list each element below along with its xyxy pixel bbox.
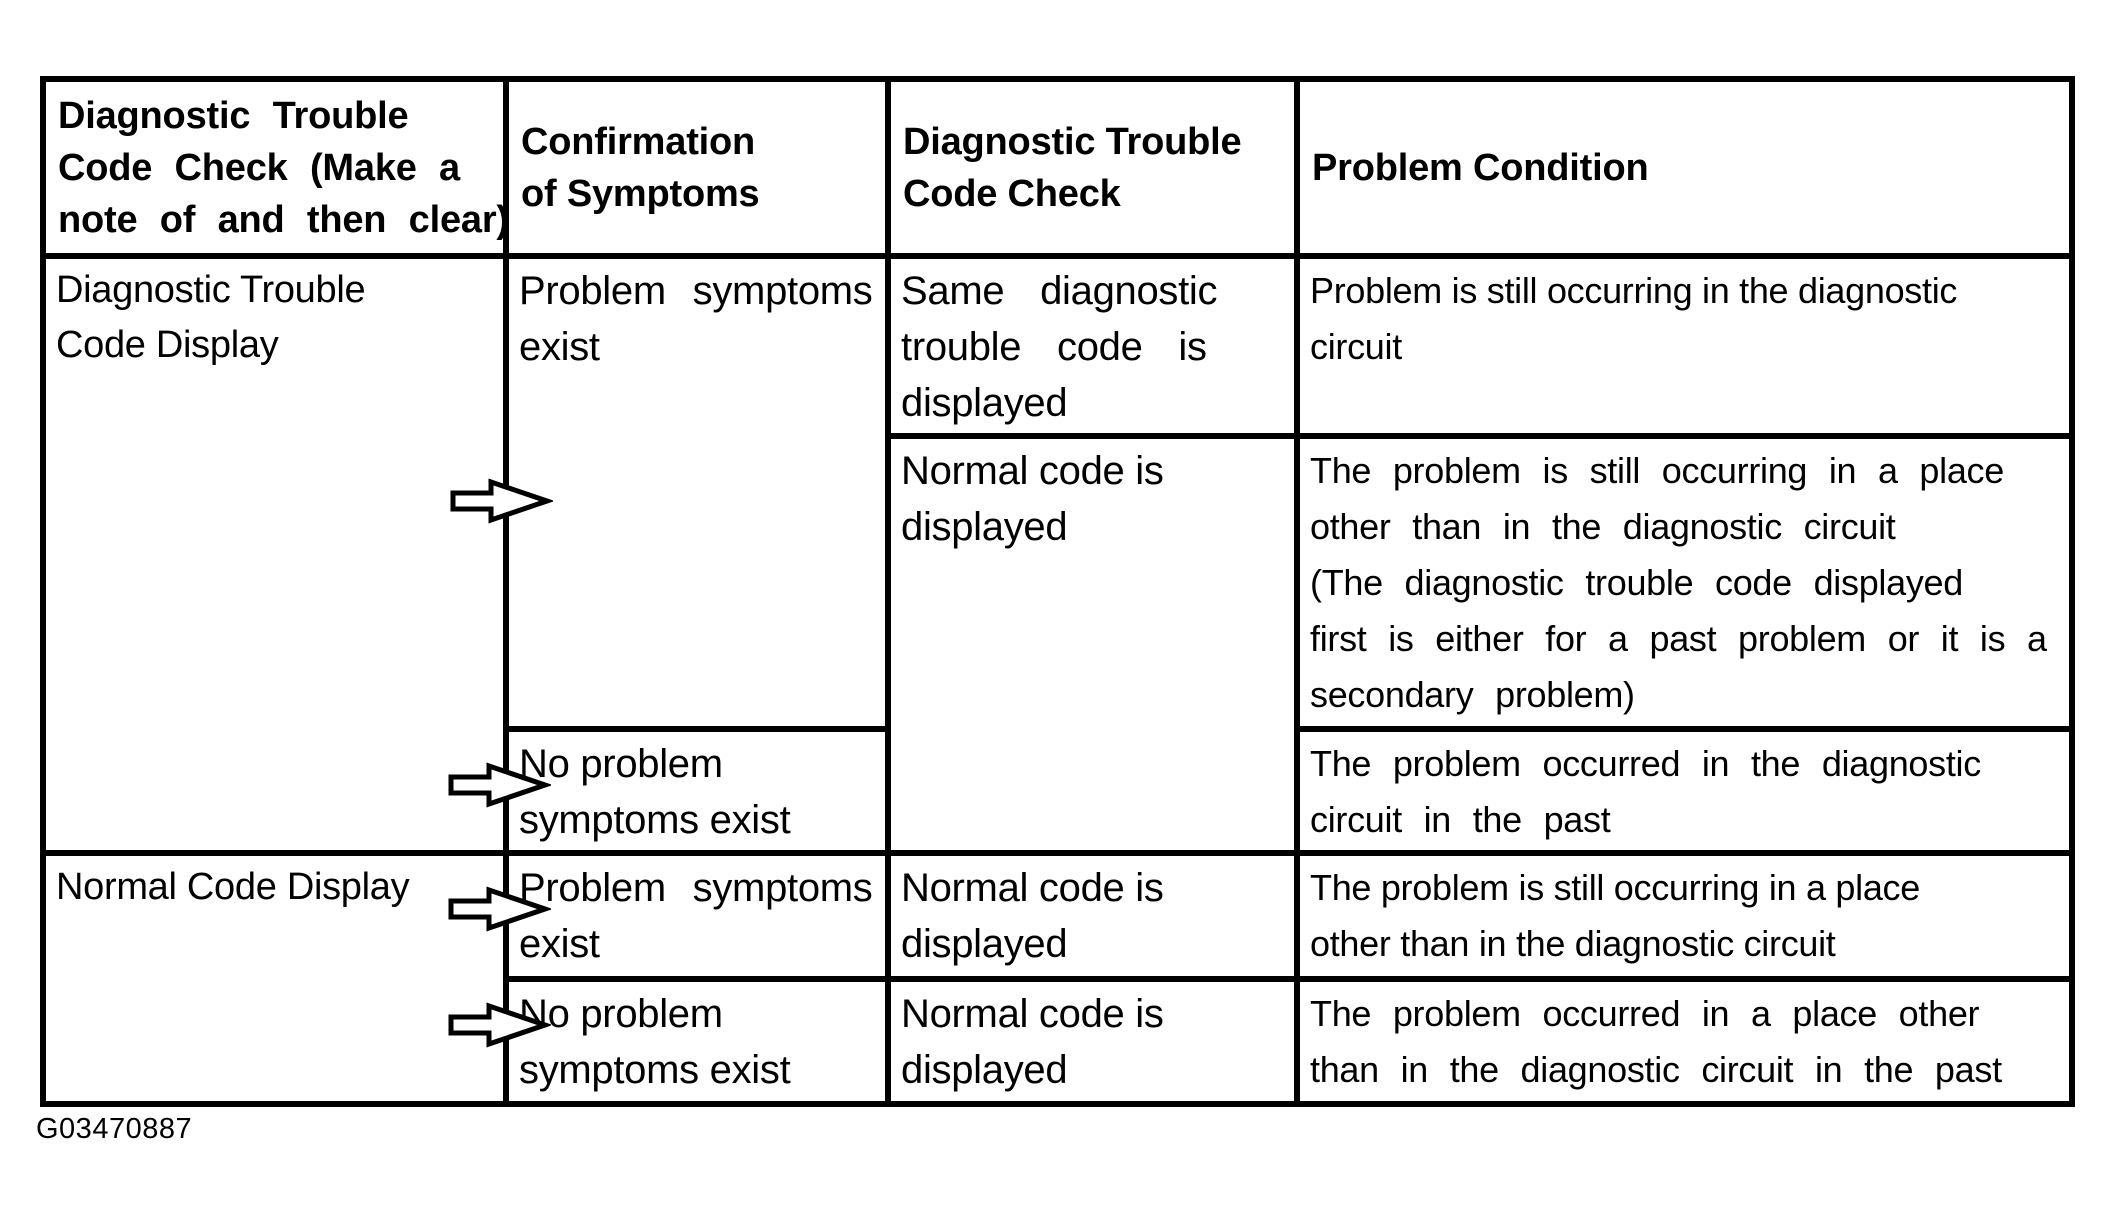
header-problem-condition: Problem Condition: [1294, 76, 2075, 259]
header-dtc-check: Diagnostic Trouble Code Check: [885, 76, 1300, 259]
header-row: Diagnostic Trouble Code Check (Make a no…: [40, 76, 2075, 259]
cell-dtc-display: Diagnostic Trouble Code Display: [40, 253, 509, 856]
cell-condition-1: Problem is still occurring in the diagno…: [1294, 253, 2075, 439]
cell-condition-5: The problem occurred in a place other th…: [1294, 976, 2075, 1107]
right-block-arrow-icon: [448, 762, 551, 808]
cell-no-problem-symptoms-2: No problem symptoms exist: [503, 976, 891, 1107]
header-confirmation-of-symptoms: Confirmation of Symptoms: [503, 76, 891, 259]
cell-normal-code-displayed-2: Normal code is displayed: [885, 850, 1300, 982]
cell-normal-code-displayed-3: Normal code is displayed: [885, 976, 1300, 1107]
cell-problem-symptoms-exist-1: Problem symptoms exist: [503, 253, 891, 732]
table-row: Normal code is displayed The problem is …: [43, 433, 2075, 856]
diagnostic-table: Diagnostic Trouble Code Check (Make a no…: [40, 76, 2075, 1107]
cell-problem-symptoms-exist-2: Problem symptoms exist: [503, 850, 891, 982]
right-block-arrow-icon: [448, 886, 551, 932]
right-block-arrow-icon: [450, 478, 553, 524]
cell-normal-code-displayed-1: Normal code is displayed: [885, 433, 1300, 856]
cell-normal-code-display: Normal Code Display: [40, 850, 509, 1107]
table-row: No problem symptoms exist Normal code is…: [43, 976, 2075, 1107]
table-row: No problem symptoms exist The problem oc…: [43, 726, 2075, 856]
cell-no-problem-symptoms-1: No problem symptoms exist: [503, 726, 891, 856]
table-row: Normal Code Display Problem symptoms exi…: [40, 850, 2075, 1107]
right-block-arrow-icon: [448, 1002, 551, 1048]
figure-id: G03470887: [36, 1113, 193, 1145]
cell-condition-3: The problem occurred in the diagnostic c…: [1294, 726, 2075, 856]
cell-condition-4: The problem is still occurring in a plac…: [1294, 850, 2075, 982]
cell-condition-2: The problem is still occurring in a plac…: [1294, 433, 2075, 732]
table-row: Diagnostic Trouble Code Display Problem …: [40, 253, 2075, 856]
header-dtc-check-clear: Diagnostic Trouble Code Check (Make a no…: [40, 76, 509, 259]
cell-same-code-displayed: Same diagnostic trouble code is displaye…: [885, 253, 1300, 439]
